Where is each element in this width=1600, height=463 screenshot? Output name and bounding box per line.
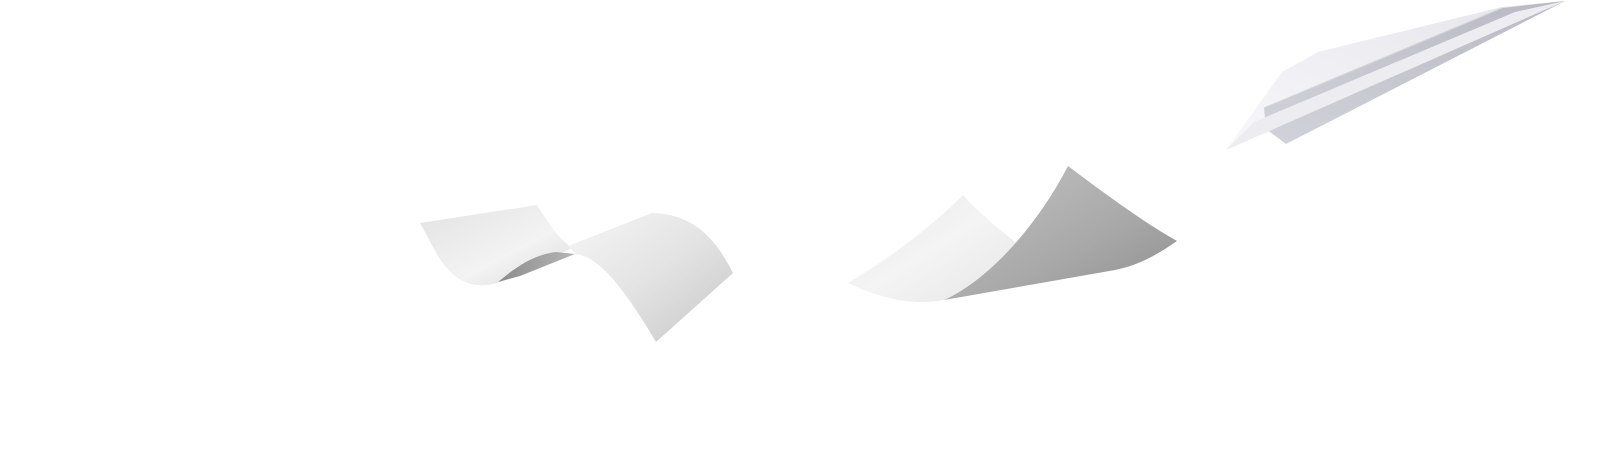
paper-sheet-left-front-fold <box>568 213 733 342</box>
paper-airplane <box>1226 1 1565 150</box>
paper-sheet-left-shadow <box>498 252 575 282</box>
paper-airplane-fold-line <box>1263 7 1503 109</box>
paper-airplane-body <box>1264 1 1565 144</box>
paper-sheet-left-back-fold <box>420 205 572 286</box>
curled-paper-sheet-left <box>420 205 733 342</box>
paper-airplane-right-wing <box>1226 1 1565 150</box>
paper-sheet-right-shadow-side <box>944 166 1177 300</box>
paper-sheet-right-light-side <box>848 195 1018 303</box>
curled-paper-sheet-right <box>848 166 1177 303</box>
